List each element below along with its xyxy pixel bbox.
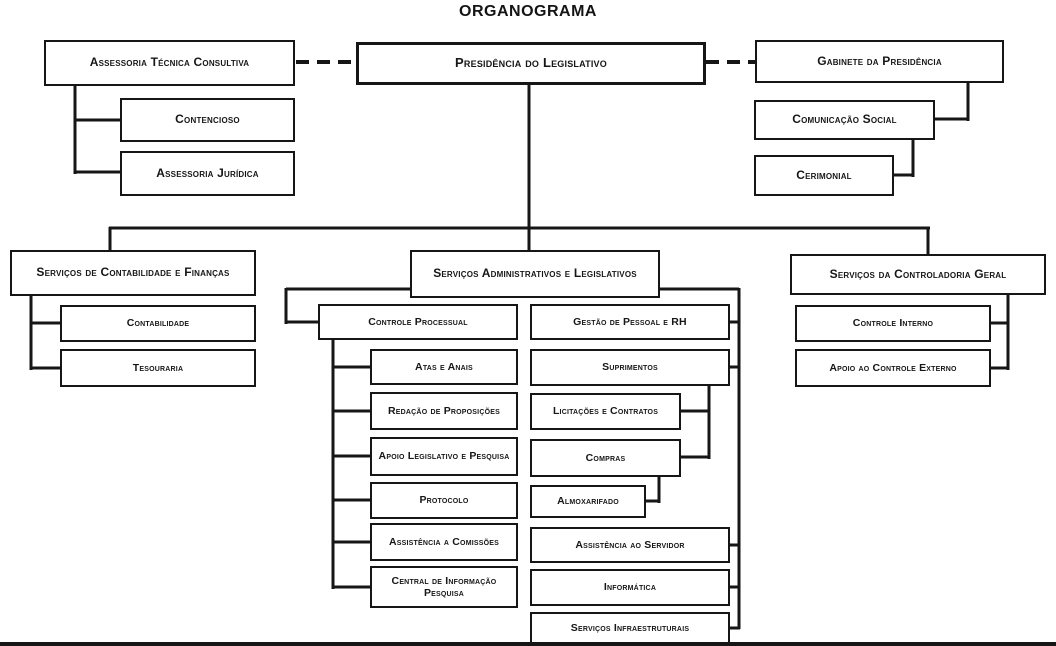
node-suprimentos: Suprimentos [530, 349, 730, 386]
node-comunicacao-social: Comunicação Social [754, 100, 935, 140]
node-central-de-informacao-pesquisa: Central de Informação Pesquisa [370, 566, 518, 608]
node-almoxarifado: Almoxarifado [530, 485, 646, 518]
node-informatica: Informática [530, 569, 730, 606]
node-assistencia-a-comissoes: Assistência a Comissões [370, 523, 518, 561]
node-redacao-de-proposicoes: Redação de Proposições [370, 392, 518, 430]
node-controle-interno: Controle Interno [795, 305, 991, 342]
node-cerimonial: Cerimonial [754, 155, 894, 196]
node-compras: Compras [530, 439, 681, 477]
node-servicos-administrativos-e-legislativos: Serviços Administrativos e Legislativos [410, 250, 660, 298]
node-atas-e-anais: Atas e Anais [370, 349, 518, 385]
node-protocolo: Protocolo [370, 482, 518, 519]
node-servicos-da-controladoria-geral: Serviços da Controladoria Geral [790, 254, 1046, 295]
node-assessoria-juridica: Assessoria Jurídica [120, 151, 295, 196]
node-servicos-de-contabilidade-e-financas: Serviços de Contabilidade e Finanças [10, 250, 256, 296]
node-licitacoes-e-contratos: Licitações e Contratos [530, 393, 681, 430]
chart-title: ORGANOGRAMA [459, 3, 597, 20]
node-apoio-legislativo-e-pesquisa: Apoio Legislativo e Pesquisa [370, 437, 518, 476]
node-tesouraria: Tesouraria [60, 349, 256, 387]
node-controle-processual: Controle Processual [318, 304, 518, 340]
node-contabilidade: Contabilidade [60, 305, 256, 342]
node-gestao-de-pessoal-e-rh: Gestão de Pessoal e RH [530, 304, 730, 340]
node-apoio-ao-controle-externo: Apoio ao Controle Externo [795, 349, 991, 387]
node-assessoria-tecnica-consultiva: Assessoria Técnica Consultiva [44, 40, 295, 86]
node-servicos-infraestruturais: Serviços Infraestruturais [530, 612, 730, 644]
node-assistencia-ao-servidor: Assistência ao Servidor [530, 527, 730, 563]
node-contencioso: Contencioso [120, 98, 295, 142]
node-gabinete-da-presidencia: Gabinete da Presidência [755, 40, 1004, 83]
node-presidencia-do-legislativo: Presidência do Legislativo [356, 42, 706, 85]
